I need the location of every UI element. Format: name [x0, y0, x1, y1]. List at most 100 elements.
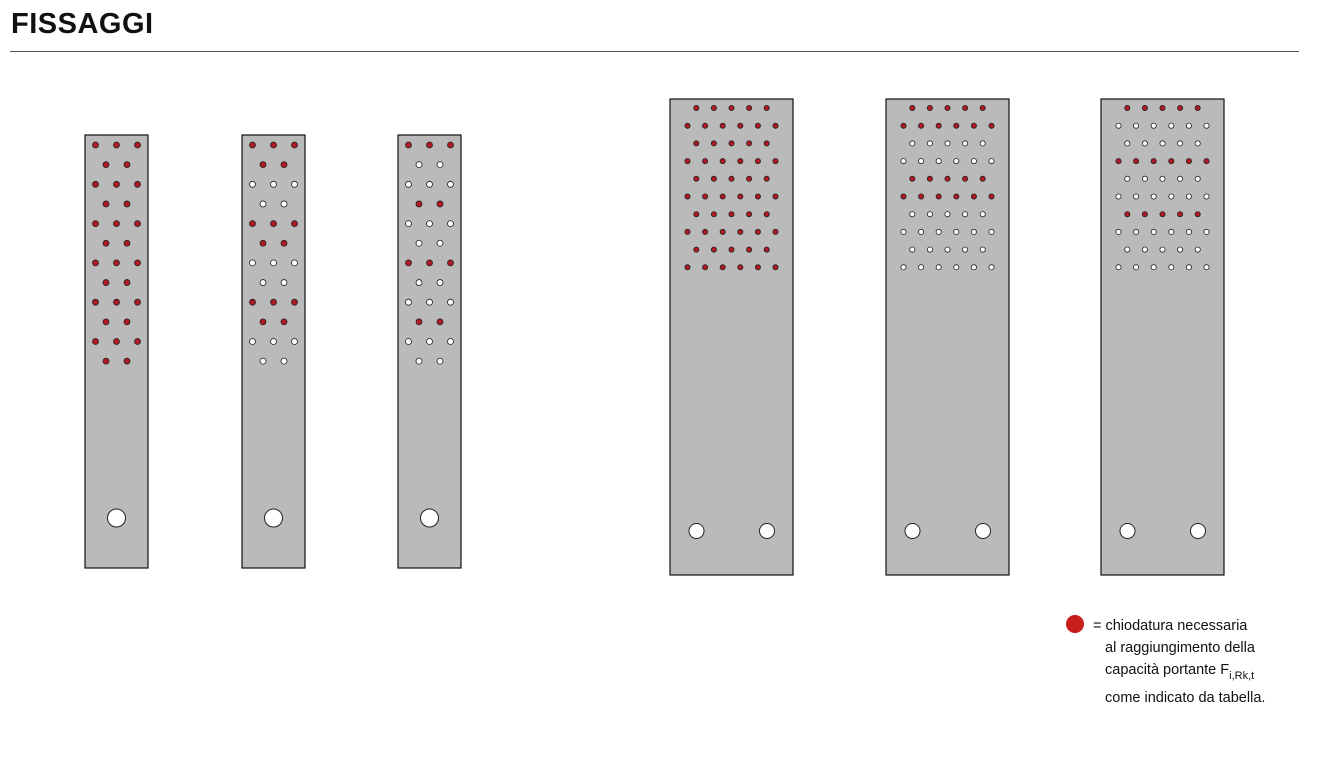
legend: = chiodatura necessaria al raggiungiment…	[1093, 615, 1265, 709]
optional-nail-hole	[1168, 228, 1175, 235]
required-nail-hole	[102, 161, 110, 169]
optional-nail-hole	[1203, 193, 1210, 200]
optional-nail-hole	[1168, 122, 1175, 129]
required-nail-hole	[763, 246, 770, 253]
required-nail-hole	[746, 105, 753, 112]
required-nail-hole	[426, 259, 433, 267]
optional-nail-hole	[415, 239, 423, 247]
optional-nail-hole	[405, 338, 412, 345]
required-nail-hole	[900, 122, 907, 129]
optional-nail-hole	[259, 357, 267, 365]
required-nail-hole	[719, 228, 726, 235]
wide-plate	[669, 98, 794, 576]
required-nail-hole	[702, 122, 709, 129]
required-nail-hole	[436, 200, 444, 208]
required-nail-hole	[249, 141, 256, 149]
optional-nail-hole	[1194, 175, 1201, 182]
optional-nail-hole	[909, 246, 916, 253]
optional-nail-hole	[926, 211, 933, 218]
optional-nail-hole	[1150, 228, 1157, 235]
required-nail-hole	[113, 259, 120, 267]
required-nail-hole	[693, 105, 700, 112]
required-nail-hole	[728, 211, 735, 218]
required-nail-hole	[291, 220, 298, 228]
optional-nail-hole	[935, 228, 942, 235]
required-nail-hole	[693, 175, 700, 182]
optional-nail-hole	[259, 279, 267, 286]
optional-nail-hole	[970, 158, 977, 165]
required-nail-hole	[123, 357, 131, 365]
required-nail-hole	[1159, 105, 1166, 112]
required-nail-hole	[123, 239, 131, 247]
optional-nail-hole	[1115, 264, 1122, 271]
optional-nail-hole	[900, 264, 907, 271]
required-nail-hole	[772, 193, 779, 200]
required-nail-hole	[1124, 105, 1131, 112]
legend-line-1: = chiodatura necessaria	[1093, 618, 1248, 634]
optional-nail-hole	[415, 357, 423, 365]
required-nail-hole	[270, 141, 277, 149]
optional-nail-hole	[944, 211, 951, 218]
required-nail-hole	[123, 318, 131, 326]
required-nail-hole	[134, 180, 141, 188]
required-nail-hole	[102, 239, 110, 247]
optional-nail-hole	[1194, 140, 1201, 147]
required-nail-legend-icon	[1066, 615, 1084, 633]
optional-nail-hole	[270, 180, 277, 188]
required-nail-hole	[415, 318, 423, 326]
required-nail-hole	[737, 264, 744, 271]
required-nail-hole	[415, 200, 423, 208]
required-nail-hole	[719, 158, 726, 165]
optional-nail-hole	[909, 140, 916, 147]
optional-nail-hole	[1133, 193, 1140, 200]
required-nail-hole	[746, 175, 753, 182]
required-nail-hole	[92, 141, 99, 149]
required-nail-hole	[754, 122, 761, 129]
optional-nail-hole	[447, 338, 454, 345]
optional-nail-hole	[926, 246, 933, 253]
optional-nail-hole	[988, 228, 995, 235]
optional-nail-hole	[1159, 140, 1166, 147]
required-nail-hole	[123, 161, 131, 169]
narrow-plate	[84, 134, 149, 569]
required-nail-hole	[123, 200, 131, 208]
required-nail-hole	[1185, 158, 1192, 165]
optional-nail-hole	[1133, 122, 1140, 129]
anchor-hole	[1190, 523, 1206, 539]
optional-nail-hole	[426, 180, 433, 188]
optional-nail-hole	[280, 200, 288, 208]
required-nail-hole	[710, 246, 717, 253]
optional-nail-hole	[944, 140, 951, 147]
required-nail-hole	[970, 193, 977, 200]
optional-nail-hole	[1185, 264, 1192, 271]
required-nail-hole	[259, 161, 267, 169]
required-nail-hole	[693, 211, 700, 218]
required-nail-hole	[436, 318, 444, 326]
optional-nail-hole	[270, 259, 277, 267]
required-nail-hole	[702, 228, 709, 235]
required-nail-hole	[447, 259, 454, 267]
required-nail-hole	[772, 122, 779, 129]
optional-nail-hole	[405, 298, 412, 306]
optional-nail-hole	[405, 220, 412, 228]
required-nail-hole	[259, 239, 267, 247]
optional-nail-hole	[415, 279, 423, 286]
optional-nail-hole	[979, 211, 986, 218]
optional-nail-hole	[935, 158, 942, 165]
required-nail-hole	[728, 140, 735, 147]
required-nail-hole	[719, 264, 726, 271]
required-nail-hole	[979, 105, 986, 112]
required-nail-hole	[693, 246, 700, 253]
optional-nail-hole	[979, 246, 986, 253]
required-nail-hole	[728, 246, 735, 253]
optional-nail-hole	[270, 338, 277, 345]
required-nail-hole	[684, 264, 691, 271]
required-nail-hole	[113, 180, 120, 188]
required-nail-hole	[962, 175, 969, 182]
optional-nail-hole	[1185, 193, 1192, 200]
optional-nail-hole	[1141, 175, 1148, 182]
optional-nail-hole	[1194, 246, 1201, 253]
legend-line-4: come indicato da tabella.	[1105, 690, 1266, 706]
required-nail-hole	[1124, 211, 1131, 218]
required-nail-hole	[684, 193, 691, 200]
